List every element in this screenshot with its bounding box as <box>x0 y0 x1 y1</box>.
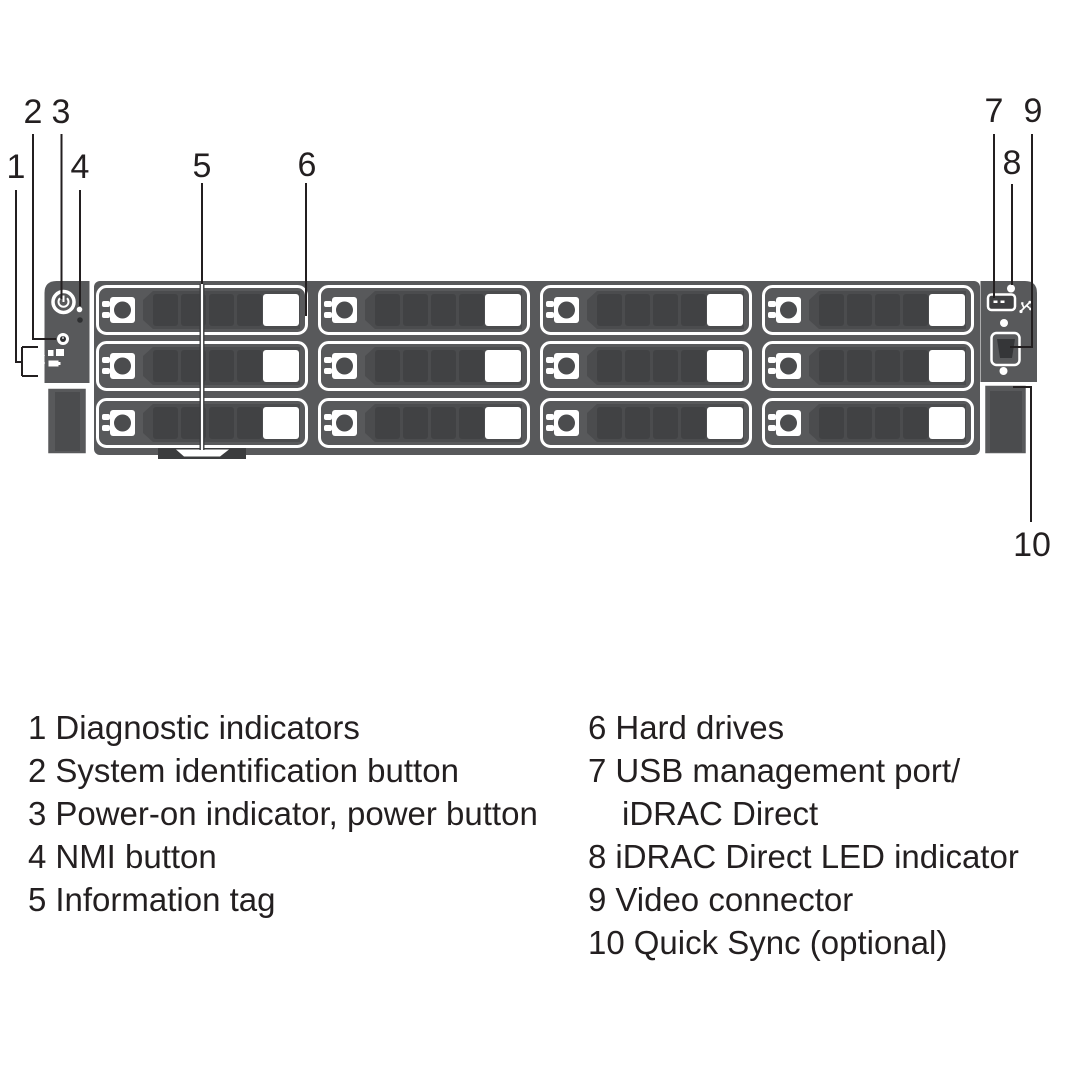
callout-leader-lines <box>15 134 1033 522</box>
callout-9: 9 <box>1023 92 1043 130</box>
callout-3: 3 <box>51 93 71 131</box>
callout-6: 6 <box>297 146 317 184</box>
usb-icon <box>1019 300 1032 314</box>
leader-9 <box>1010 134 1033 348</box>
leader-10 <box>1013 386 1032 522</box>
legend-item-usb-management-port-cont: iDRAC Direct <box>622 795 819 832</box>
leader-2 <box>32 134 56 340</box>
screw <box>999 367 1008 375</box>
video-connector <box>990 331 1021 367</box>
leader-1 <box>15 190 38 377</box>
electrical-indicator-icon <box>38 359 46 367</box>
left-control-panel <box>38 281 90 383</box>
power-icon <box>57 295 70 308</box>
system-id-button <box>57 333 69 345</box>
hard-drive-indicator-icon <box>48 350 54 356</box>
callout-10: 10 <box>1013 526 1051 564</box>
memory-indicator-icon <box>56 349 64 358</box>
power-button <box>51 289 76 315</box>
callout-2: 2 <box>23 93 43 131</box>
callout-4: 4 <box>70 148 90 186</box>
callout-1: 1 <box>6 148 26 186</box>
nmi-button <box>76 306 83 323</box>
information-tag <box>158 448 246 459</box>
callout-5: 5 <box>192 147 212 185</box>
callout-7: 7 <box>984 92 1004 130</box>
battery-indicator-icon <box>48 360 61 367</box>
right-rack-ear <box>982 383 1029 456</box>
drive-cage <box>94 281 980 455</box>
screw <box>1000 319 1008 327</box>
usb-management-port <box>986 293 1017 312</box>
right-control-panel <box>980 281 1037 382</box>
diagnostic-indicators <box>38 349 64 367</box>
idrac-direct-led <box>1007 284 1015 293</box>
left-rack-ear <box>45 386 89 456</box>
callout-8: 8 <box>1002 144 1022 182</box>
temperature-indicator-icon <box>38 349 45 356</box>
